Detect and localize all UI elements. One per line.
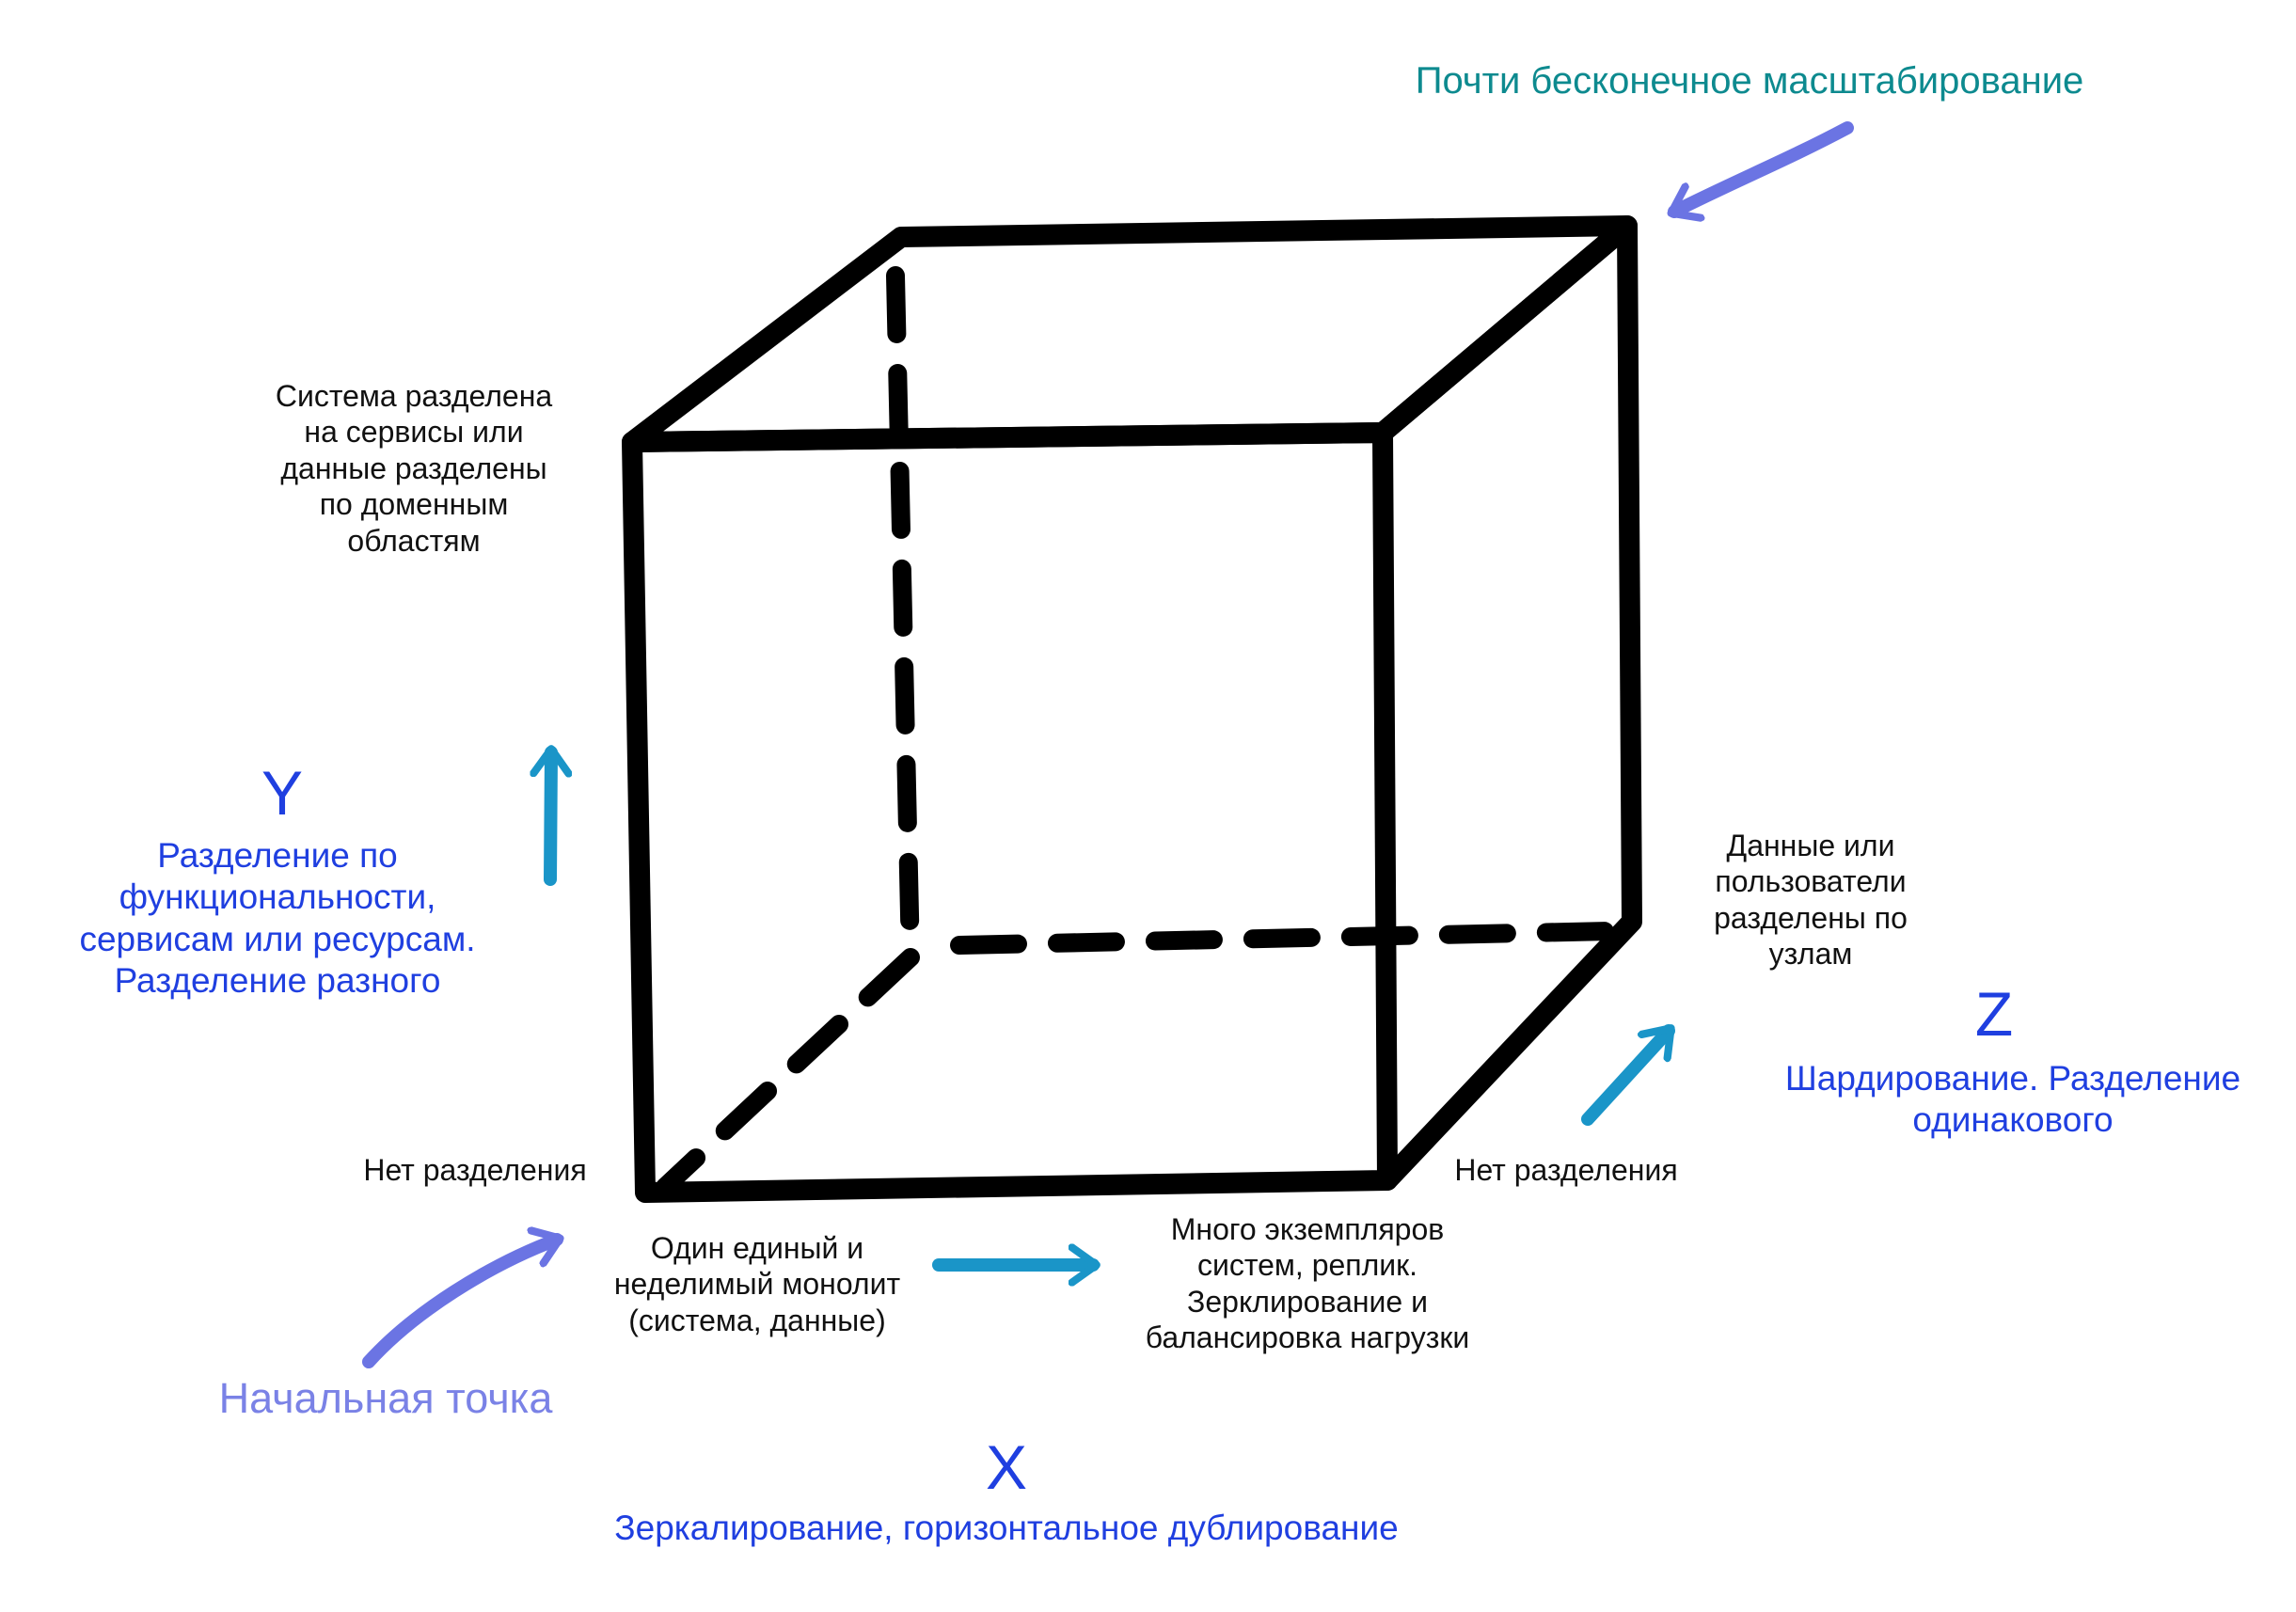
cube-top-face: [622, 215, 1638, 452]
cube-front-face: [622, 422, 1398, 1203]
y-axis-description: Разделение по функциональности, сервисам…: [79, 836, 476, 1001]
cube-right-face: [1372, 215, 1642, 1191]
start-point-arrow: [362, 1240, 557, 1368]
cube-hidden-edge-depth: [656, 948, 920, 1196]
y-top-note: Система разделена на сервисы или данные …: [275, 379, 553, 558]
cube-hidden-edge-vertical: [886, 266, 920, 967]
top-corner-label: Почти бесконечное масштабирование: [1415, 60, 2084, 102]
x-start-note: Один единый и неделимый монолит (система…: [613, 1231, 901, 1337]
cube-visible-edges: [622, 215, 1642, 1203]
x-axis-description: Зеркалирование, горизонтальное дублирова…: [614, 1509, 1399, 1547]
origin-note: Нет разделения: [363, 1153, 587, 1187]
x-end-note: Много экземпляров систем, реплик. Зеркли…: [1145, 1212, 1470, 1355]
z-axis-letter: Z: [1974, 979, 2014, 1049]
cube-hidden-edge-horizontal: [950, 922, 1620, 955]
x-axis-letter: X: [985, 1432, 1028, 1502]
top-corner-arrow: [1674, 121, 1854, 212]
y-axis-letter: Y: [261, 758, 304, 828]
z-origin-note: Нет разделения: [1454, 1153, 1678, 1187]
y-axis-arrow: [550, 752, 551, 886]
z-end-note: Данные или пользователи разделены по узл…: [1714, 829, 1908, 972]
cube-hidden-edges: [656, 266, 1620, 1196]
z-axis-arrow: [1581, 1024, 1675, 1126]
z-axis-description: Шардирование. Разделение одинакового: [1784, 1059, 2241, 1140]
start-point-label: Начальная точка: [218, 1374, 553, 1422]
